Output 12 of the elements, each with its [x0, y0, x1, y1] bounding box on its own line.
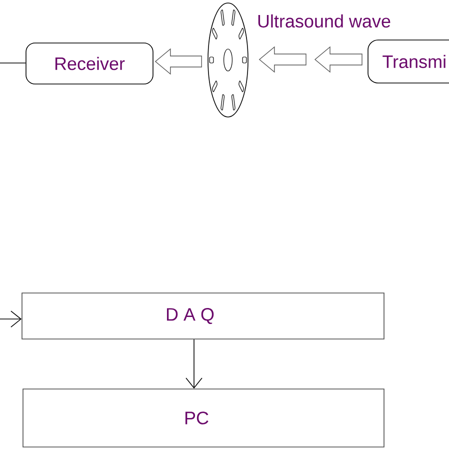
- block-arrow: [258, 46, 306, 73]
- annotation-text: Ultrasound wave: [258, 14, 390, 28]
- rounded-box: Transmi: [368, 40, 449, 84]
- block-arrow: [314, 46, 362, 73]
- process-box: D A Q: [22, 292, 384, 340]
- rounded-box: Receiver: [26, 42, 154, 84]
- process-box: PC: [22, 388, 384, 448]
- arrow: [186, 339, 202, 389]
- arrow: [0, 310, 22, 328]
- connector-line: [0, 62, 26, 64]
- block-arrow: [154, 48, 202, 75]
- slotted-disc-drawing: [208, 2, 248, 118]
